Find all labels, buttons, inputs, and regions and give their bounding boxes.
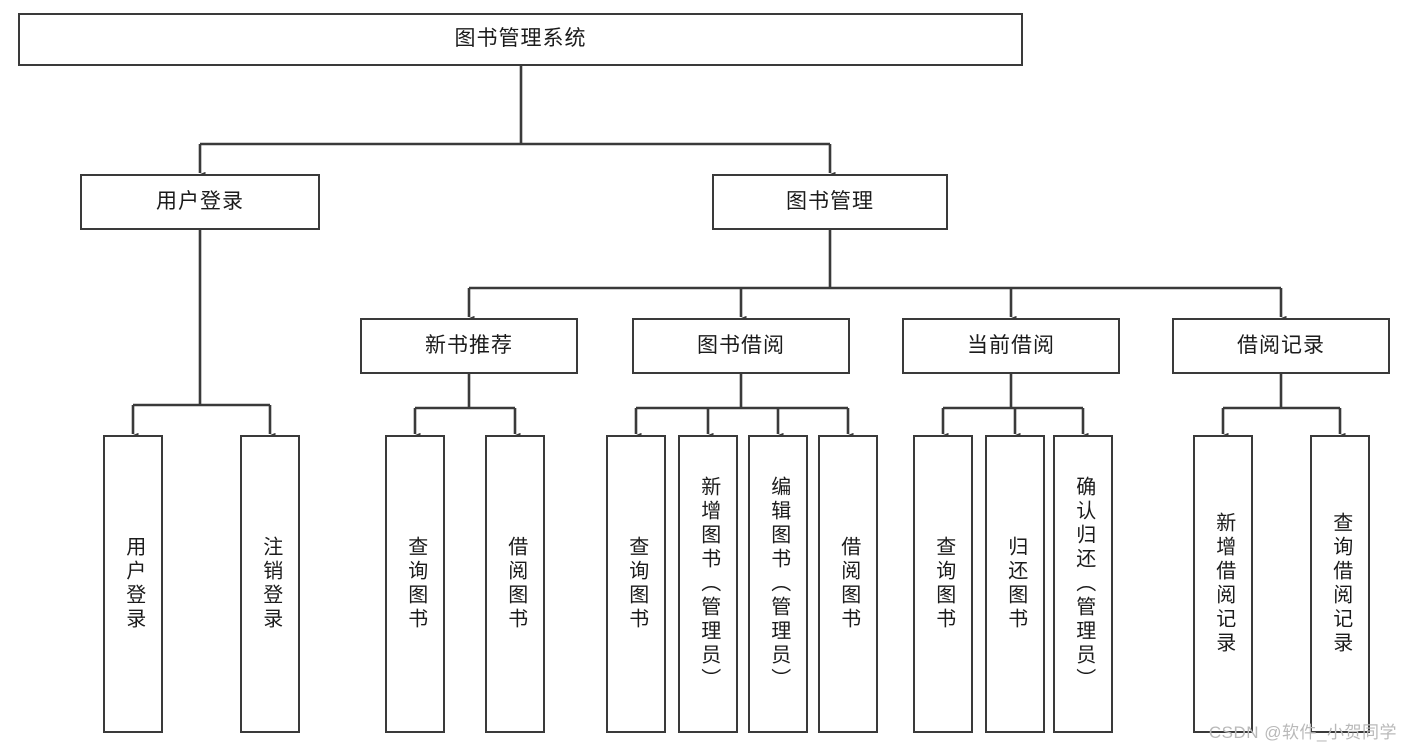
leaf-records-query-record[interactable]: 查询借阅记录 [1310, 435, 1370, 733]
node-book-borrow-label: 图书借阅 [697, 333, 785, 357]
node-current-borrow-label: 当前借阅 [967, 333, 1055, 357]
node-new-book-recommend-label: 新书推荐 [425, 333, 513, 357]
leaf-current-return-book-label: 归还图书 [1004, 536, 1027, 632]
node-root[interactable]: 图书管理系统 [18, 13, 1023, 66]
leaf-records-add-record[interactable]: 新增借阅记录 [1193, 435, 1253, 733]
leaf-borrow-edit-book-admin[interactable]: 编辑图书（管理员） [748, 435, 808, 733]
leaf-borrow-query-book-label: 查询图书 [625, 536, 648, 632]
node-new-book-recommend[interactable]: 新书推荐 [360, 318, 578, 374]
leaf-current-return-book[interactable]: 归还图书 [985, 435, 1045, 733]
leaf-borrow-edit-book-admin-label: 编辑图书（管理员） [767, 476, 790, 692]
leaf-borrow-borrow-book-label: 借阅图书 [837, 536, 860, 632]
watermark: CSDN @软件_小贺同学 [1208, 723, 1397, 742]
leaf-user-logout[interactable]: 注销登录 [240, 435, 300, 733]
node-book-management-label: 图书管理 [786, 189, 874, 213]
leaf-borrow-borrow-book[interactable]: 借阅图书 [818, 435, 878, 733]
node-book-management[interactable]: 图书管理 [712, 174, 948, 230]
node-borrow-records[interactable]: 借阅记录 [1172, 318, 1390, 374]
leaf-records-query-record-label: 查询借阅记录 [1329, 512, 1352, 656]
leaf-newbook-query-book[interactable]: 查询图书 [385, 435, 445, 733]
node-user-login[interactable]: 用户登录 [80, 174, 320, 230]
node-root-label: 图书管理系统 [454, 27, 587, 51]
leaf-current-confirm-return-admin-label: 确认归还（管理员） [1072, 476, 1095, 692]
leaf-user-login[interactable]: 用户登录 [103, 435, 163, 733]
node-borrow-records-label: 借阅记录 [1237, 333, 1325, 357]
leaf-current-confirm-return-admin[interactable]: 确认归还（管理员） [1053, 435, 1113, 733]
leaf-newbook-borrow-book[interactable]: 借阅图书 [485, 435, 545, 733]
leaf-newbook-borrow-book-label: 借阅图书 [504, 536, 527, 632]
leaf-current-query-book[interactable]: 查询图书 [913, 435, 973, 733]
node-current-borrow[interactable]: 当前借阅 [902, 318, 1120, 374]
leaf-borrow-query-book[interactable]: 查询图书 [606, 435, 666, 733]
leaf-borrow-add-book-admin-label: 新增图书（管理员） [697, 476, 720, 692]
node-book-borrow[interactable]: 图书借阅 [632, 318, 850, 374]
leaf-current-query-book-label: 查询图书 [932, 536, 955, 632]
leaf-borrow-add-book-admin[interactable]: 新增图书（管理员） [678, 435, 738, 733]
leaf-user-logout-label: 注销登录 [259, 536, 282, 632]
leaf-records-add-record-label: 新增借阅记录 [1212, 512, 1235, 656]
leaf-user-login-label: 用户登录 [122, 536, 145, 632]
leaf-newbook-query-book-label: 查询图书 [404, 536, 427, 632]
node-user-login-label: 用户登录 [156, 189, 244, 213]
